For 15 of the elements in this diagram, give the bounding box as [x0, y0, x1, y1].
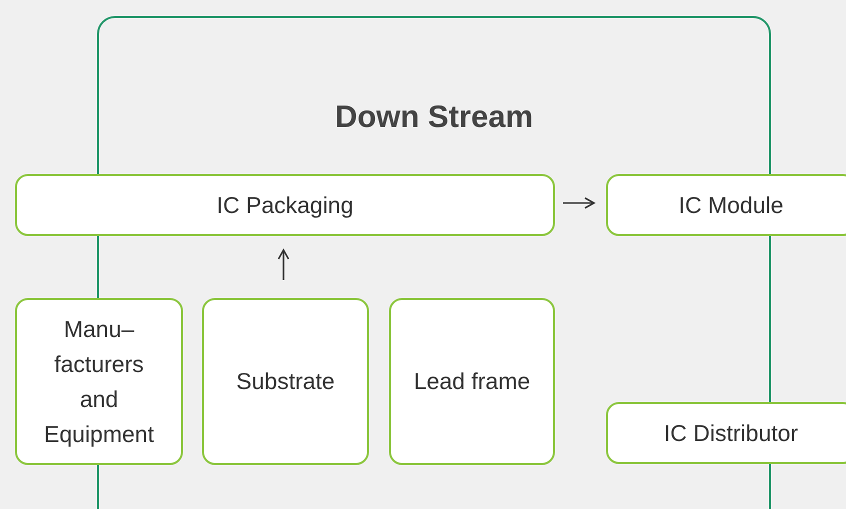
process-box [389, 298, 555, 465]
process-box [606, 402, 846, 464]
group-title: Down Stream [334, 99, 534, 135]
box-label: Substrate [236, 367, 335, 396]
process-box [202, 298, 369, 465]
arrow [278, 249, 290, 280]
process-box [606, 174, 846, 236]
box-label: IC Packaging [216, 190, 354, 220]
box-label: IC Distributor [664, 418, 798, 448]
arrow [563, 197, 595, 209]
box-label: Manu– facturers and Equipment [43, 314, 155, 449]
process-box [15, 298, 183, 465]
box-label: Lead frame [414, 367, 530, 396]
box-label: IC Module [678, 190, 784, 220]
process-box [15, 174, 555, 236]
